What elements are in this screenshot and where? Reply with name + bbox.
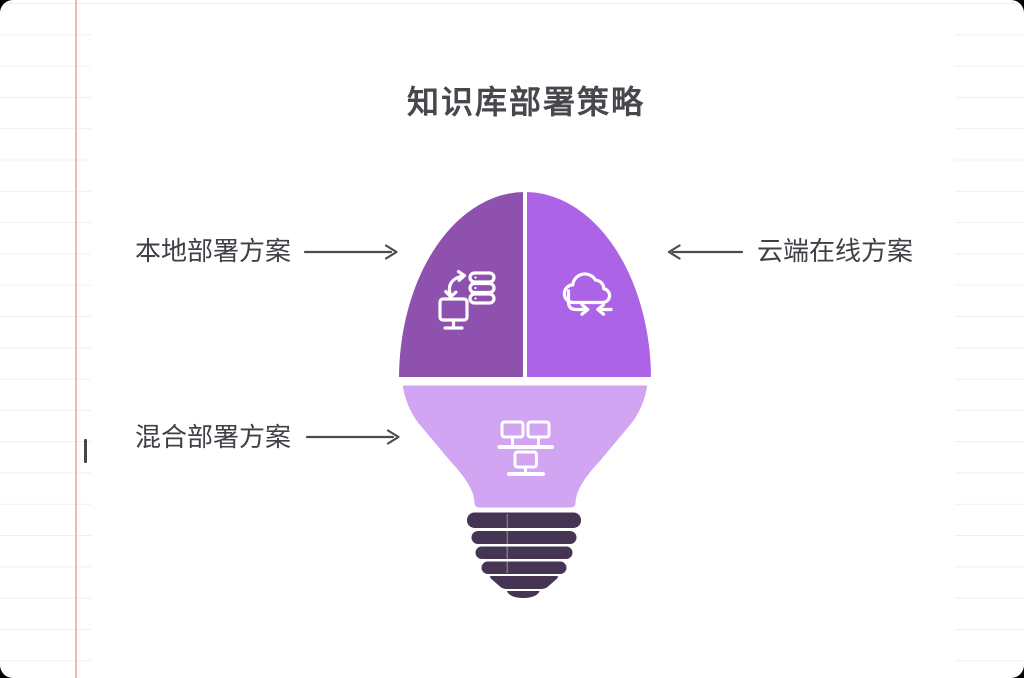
- arrow-cloud: [667, 244, 744, 260]
- computer-network-icon: [497, 420, 554, 476]
- label-cloud-online: 云端在线方案: [757, 236, 914, 266]
- bulb-segment-cloud: [523, 188, 655, 381]
- bulb-segment-local: [395, 188, 527, 381]
- label-local-deployment: 本地部署方案: [135, 236, 292, 266]
- label-hybrid-deployment: 混合部署方案: [135, 422, 292, 452]
- connector-arrows: [303, 244, 744, 445]
- bulb-base: [467, 512, 581, 598]
- ruled-lines-right: [955, 3, 1024, 678]
- monitor-server-sync-icon: [438, 269, 496, 330]
- ruled-line-top: [0, 3, 1024, 4]
- cloud-sync-icon: [562, 272, 613, 316]
- arrow-local: [303, 244, 398, 260]
- margin-line: [75, 0, 77, 678]
- base-seam: [506, 514, 509, 573]
- text-cursor: [84, 439, 87, 463]
- arrow-hybrid: [305, 429, 400, 445]
- diagram-title: 知识库部署策略: [406, 84, 646, 120]
